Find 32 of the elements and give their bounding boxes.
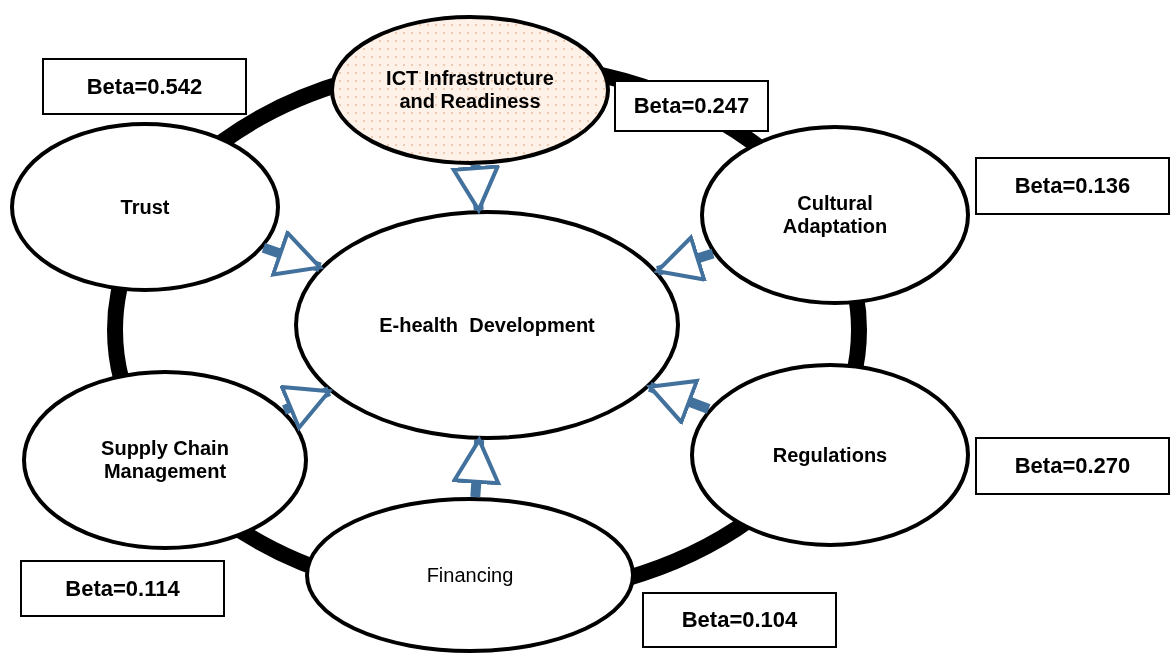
- node-label: Beta=0.114: [65, 575, 180, 602]
- value-box: [975, 437, 1170, 495]
- value-box: [20, 560, 225, 617]
- node-label: Beta=0.270: [1014, 453, 1131, 479]
- node-label: ICT Infrastructure and Readiness: [385, 67, 555, 113]
- ellipse-node: [10, 122, 280, 292]
- block-arrow: [451, 164, 500, 213]
- block-arrow: [279, 385, 332, 430]
- node-label: Regulations: [772, 443, 888, 467]
- node-label: Beta=0.542: [86, 73, 203, 100]
- block-arrow: [452, 437, 501, 498]
- node-label: Financing: [426, 563, 514, 587]
- value-box: [42, 58, 247, 115]
- value-box: [614, 80, 769, 132]
- ellipse-node: [294, 210, 680, 440]
- node-label: Beta=0.136: [1014, 173, 1131, 199]
- ellipse-node: [330, 15, 610, 165]
- block-arrow: [647, 379, 711, 425]
- value-box: [975, 157, 1170, 215]
- block-arrow: [655, 235, 715, 282]
- block-arrow: [261, 230, 322, 277]
- value-box: [642, 592, 837, 648]
- node-label: Cultural Adaptation: [781, 192, 889, 238]
- ellipse-node: [700, 125, 970, 305]
- ellipse-node: [305, 497, 635, 653]
- node-label: Trust: [120, 195, 170, 219]
- node-label: E-health Development: [379, 313, 595, 337]
- ellipse-node: [22, 370, 308, 550]
- ellipse-node: [690, 363, 970, 547]
- node-label: Supply Chain Management: [100, 437, 230, 483]
- node-label: Beta=0.247: [633, 93, 750, 119]
- node-label: Beta=0.104: [681, 607, 798, 633]
